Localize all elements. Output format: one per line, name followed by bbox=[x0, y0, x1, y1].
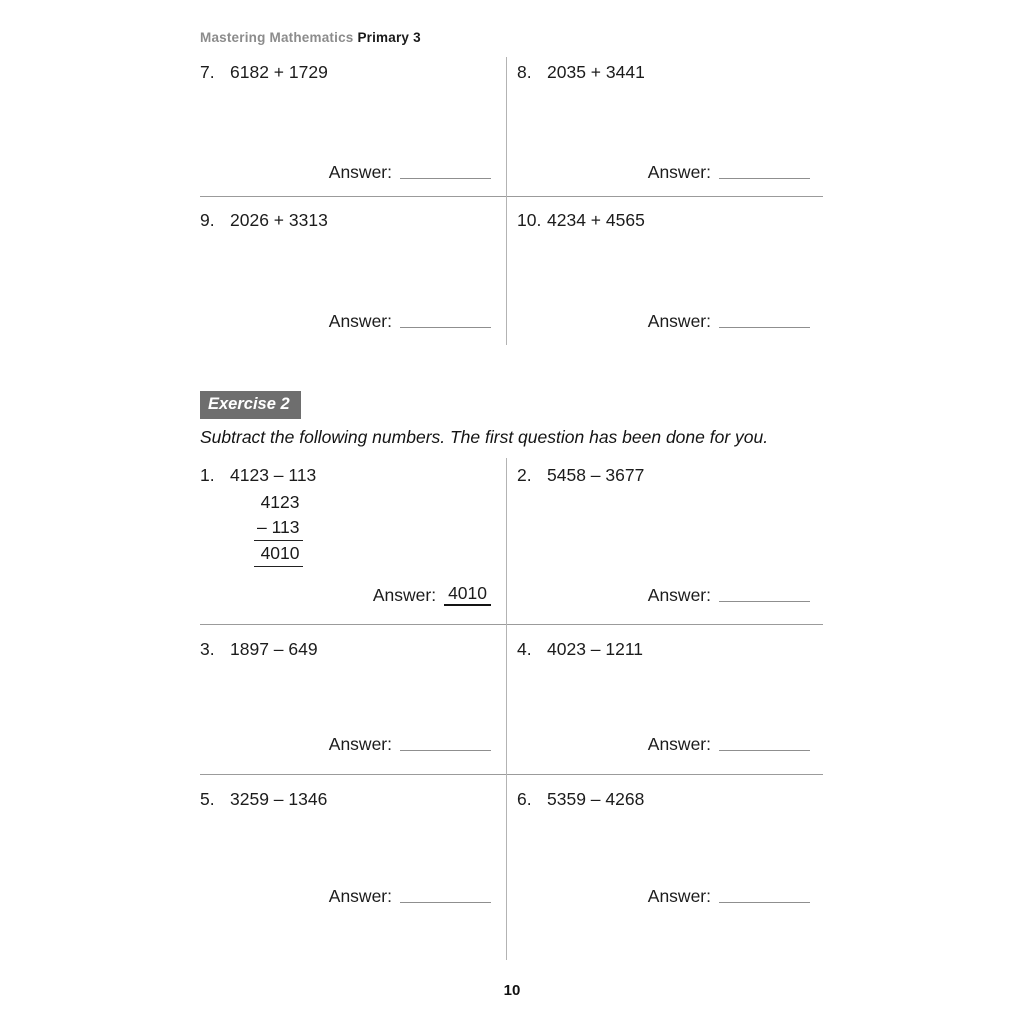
question-number: 3. bbox=[200, 639, 215, 659]
answer-row: Answer: bbox=[648, 886, 810, 907]
question-cell-8: 8. 2035 + 3441 Answer: bbox=[507, 57, 823, 196]
question-cell-6: 6. 5359 – 4268 Answer: bbox=[507, 775, 823, 959]
question-9: 9. 2026 + 3313 bbox=[200, 197, 491, 231]
page-number: 10 bbox=[503, 982, 521, 999]
answer-blank bbox=[719, 178, 810, 179]
answer-label: Answer: bbox=[647, 734, 711, 754]
answer-blank bbox=[400, 327, 491, 328]
answer-blank bbox=[400, 178, 491, 179]
question-number: 9. bbox=[200, 210, 215, 230]
answer-label: Answer: bbox=[328, 311, 392, 331]
exercise2-row-3: 5. 3259 – 1346 Answer: 6. 5359 – 4268 Answ… bbox=[200, 775, 823, 959]
answer-blank bbox=[719, 601, 810, 602]
exercise2-instruction: Subtract the following numbers. The firs… bbox=[200, 427, 769, 447]
answer-row: Answer: bbox=[648, 585, 810, 606]
answer-row: Answer: bbox=[648, 162, 810, 183]
question-7: 7. 6182 + 1729 bbox=[200, 57, 491, 83]
answer-label: Answer: bbox=[328, 162, 392, 182]
question-number: 2. bbox=[517, 465, 532, 485]
question-expression: 4023 – 1211 bbox=[547, 639, 644, 659]
answer-label: Answer: bbox=[372, 585, 437, 605]
answer-row: Answer: bbox=[329, 311, 491, 332]
answer-label: Answer: bbox=[647, 162, 711, 182]
exercise1-grid: 7. 6182 + 1729 Answer: 8. 2035 + 3441 Answ… bbox=[200, 57, 823, 345]
question-cell-10: 10.4234 + 4565 Answer: bbox=[507, 197, 823, 344]
question-4: 4. 4023 – 1211 bbox=[517, 625, 810, 660]
question-5: 5. 3259 – 1346 bbox=[200, 775, 491, 810]
exercise1-row-2: 9. 2026 + 3313 Answer: 10.4234 + 4565 Ans… bbox=[200, 197, 823, 344]
column-divider bbox=[506, 458, 507, 960]
question-cell-4: 4. 4023 – 1211 Answer: bbox=[507, 625, 823, 774]
answer-label: Answer: bbox=[647, 585, 711, 605]
answer-blank bbox=[400, 750, 491, 751]
question-expression: 6182 + 1729 bbox=[230, 62, 328, 82]
column-divider bbox=[506, 57, 507, 345]
exercise2-row-2: 3. 1897 – 649 Answer: 4. 4023 – 1211 Answe… bbox=[200, 625, 823, 775]
question-number: 4. bbox=[517, 639, 532, 659]
question-2: 2. 5458 – 3677 bbox=[517, 458, 810, 486]
answer-label: Answer: bbox=[647, 886, 711, 906]
question-10: 10.4234 + 4565 bbox=[517, 197, 810, 231]
question-6: 6. 5359 – 4268 bbox=[517, 775, 810, 810]
exercise2-title: Exercise 2 bbox=[208, 395, 290, 413]
question-expression: 5359 – 4268 bbox=[547, 789, 645, 809]
answer-blank bbox=[719, 327, 810, 328]
exercise1-row-1: 7. 6182 + 1729 Answer: 8. 2035 + 3441 Answ… bbox=[200, 57, 823, 197]
answer-row: Answer: bbox=[329, 162, 491, 183]
question-cell-9: 9. 2026 + 3313 Answer: bbox=[200, 197, 507, 344]
answer-row: Answer: bbox=[648, 311, 810, 332]
question-expression: 5458 – 3677 bbox=[547, 465, 645, 485]
answer-value: 4010 bbox=[444, 583, 491, 606]
answer-label: Answer: bbox=[328, 886, 392, 906]
answer-blank bbox=[719, 750, 810, 751]
question-expression: 3259 – 1346 bbox=[230, 789, 328, 809]
answer-row: Answer: bbox=[648, 734, 810, 755]
book-level: Primary 3 bbox=[357, 30, 421, 45]
answer-blank bbox=[400, 902, 491, 903]
question-expression: 2035 + 3441 bbox=[547, 62, 645, 82]
working-subtrahend: – 113 bbox=[254, 515, 303, 541]
working-result: 4010 bbox=[254, 541, 303, 567]
book-series-title: Mastering Mathematics bbox=[200, 30, 354, 45]
question-1: 1. 4123 – 113 bbox=[200, 458, 491, 486]
working-minuend: 4123 bbox=[260, 492, 300, 512]
exercise2-grid: 1. 4123 – 113 4123 – 113 4010 Answer: 4010… bbox=[200, 458, 823, 960]
page-header: Mastering Mathematics Primary 3 bbox=[200, 30, 421, 45]
question-expression: 1897 – 649 bbox=[230, 639, 318, 659]
exercise2-row-1: 1. 4123 – 113 4123 – 113 4010 Answer: 4010… bbox=[200, 458, 823, 625]
question-expression: 4123 – 113 bbox=[230, 465, 317, 485]
question-number: 7. bbox=[200, 62, 215, 82]
answer-label: Answer: bbox=[647, 311, 711, 331]
answer-row: Answer: bbox=[329, 734, 491, 755]
answer-blank bbox=[719, 902, 810, 903]
question-number: 8. bbox=[517, 62, 532, 82]
question-expression: 4234 + 4565 bbox=[547, 210, 645, 230]
question-cell-2: 2. 5458 – 3677 Answer: bbox=[507, 458, 823, 624]
question-cell-3: 3. 1897 – 649 Answer: bbox=[200, 625, 507, 774]
question-number: 10. bbox=[517, 210, 542, 230]
question-number: 5. bbox=[200, 789, 215, 809]
question-number: 1. bbox=[200, 465, 215, 485]
answer-label: Answer: bbox=[328, 734, 392, 754]
question-3: 3. 1897 – 649 bbox=[200, 625, 491, 660]
question-number: 6. bbox=[517, 789, 532, 809]
question-cell-1: 1. 4123 – 113 4123 – 113 4010 Answer: 4010 bbox=[200, 458, 507, 624]
question-cell-5: 5. 3259 – 1346 Answer: bbox=[200, 775, 507, 959]
exercise2-title-badge: Exercise 2 bbox=[200, 391, 301, 419]
worked-example: 4123 – 113 4010 bbox=[254, 490, 303, 567]
question-cell-7: 7. 6182 + 1729 Answer: bbox=[200, 57, 507, 196]
question-8: 8. 2035 + 3441 bbox=[517, 57, 810, 83]
answer-row: Answer: 4010 bbox=[373, 583, 491, 606]
question-expression: 2026 + 3313 bbox=[230, 210, 328, 230]
answer-row: Answer: bbox=[329, 886, 491, 907]
